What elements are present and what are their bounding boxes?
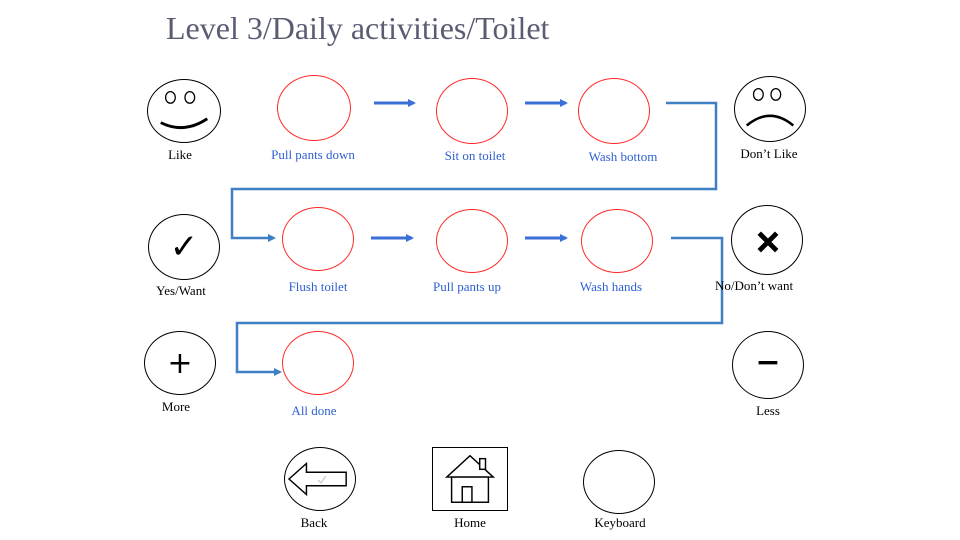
house-icon xyxy=(444,454,496,503)
dont-like-button[interactable] xyxy=(734,76,806,142)
no-dont-want-button[interactable] xyxy=(731,205,803,275)
less-button[interactable]: − xyxy=(732,331,804,399)
yes-want-button[interactable]: ✓ xyxy=(148,214,220,280)
back-button[interactable] xyxy=(284,447,356,511)
step-pull-pants-down[interactable] xyxy=(277,75,351,141)
connector-row1-row2 xyxy=(230,101,718,242)
step-label: Flush toilet xyxy=(288,279,348,294)
home-button[interactable] xyxy=(432,447,508,511)
home-label: Home xyxy=(454,515,486,530)
minus-icon: − xyxy=(755,344,781,380)
step-sit-on-toilet[interactable] xyxy=(436,78,508,144)
step-label: Wash bottom xyxy=(588,149,658,164)
step-pull-pants-up[interactable] xyxy=(436,209,508,273)
connector-row2-row3 xyxy=(235,236,724,376)
step-label: Pull pants down xyxy=(271,147,355,162)
dont-like-label: Don’t Like xyxy=(740,146,798,161)
less-label: Less xyxy=(756,403,780,418)
yes-want-label: Yes/Want xyxy=(156,283,206,298)
like-label: Like xyxy=(168,147,192,162)
smile-face-icon xyxy=(160,90,209,129)
back-arrow-icon xyxy=(287,461,347,497)
like-button[interactable] xyxy=(147,79,221,143)
step-label: Wash hands xyxy=(579,279,643,294)
more-label: More xyxy=(161,399,191,414)
step-all-done[interactable] xyxy=(282,331,354,395)
back-label: Back xyxy=(300,515,328,530)
sad-face-icon xyxy=(745,88,795,127)
keyboard-label: Keyboard xyxy=(594,515,646,530)
no-dont-want-label: No/Don’t want xyxy=(714,278,794,293)
step-label: All done xyxy=(291,403,337,418)
step-wash-hands[interactable] xyxy=(581,209,653,273)
page-title: Level 3/Daily activities/Toilet xyxy=(166,10,550,46)
more-button[interactable]: + xyxy=(144,331,216,395)
step-flush-toilet[interactable] xyxy=(282,207,354,271)
keyboard-button[interactable] xyxy=(583,450,655,514)
cross-icon xyxy=(757,231,779,253)
checkmark-icon: ✓ xyxy=(169,227,199,267)
step-label: Pull pants up xyxy=(433,279,501,294)
step-wash-bottom[interactable] xyxy=(578,78,650,144)
plus-icon: + xyxy=(167,345,193,381)
step-label: Sit on toilet xyxy=(444,148,506,163)
